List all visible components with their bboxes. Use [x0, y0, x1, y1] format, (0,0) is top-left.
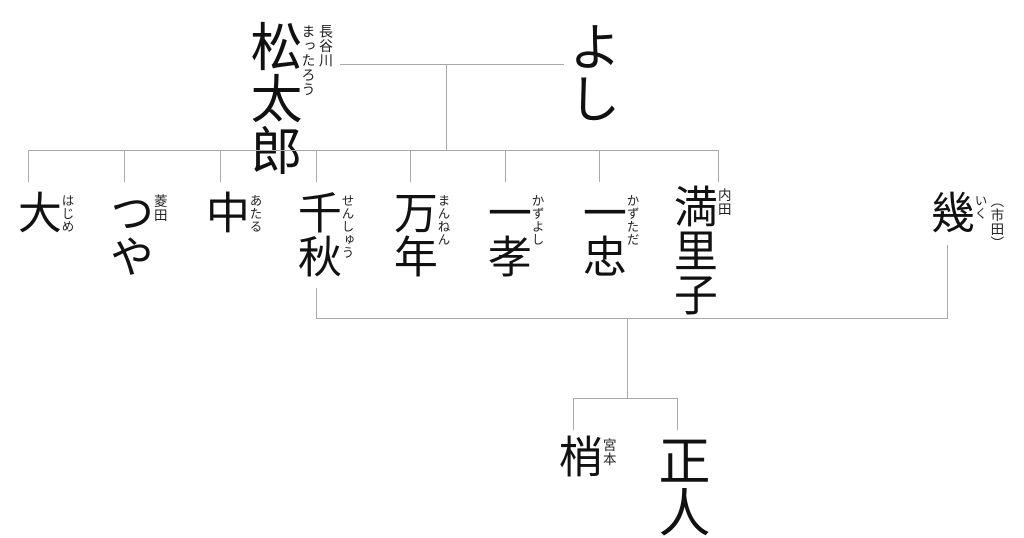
drop-line-masato	[677, 398, 678, 430]
drop-line-mariko	[718, 150, 719, 182]
person-furigana-senshu: せんしゅう	[339, 194, 354, 259]
person-name-kozue: 梢	[551, 434, 601, 478]
person-furigana-matsutaro: まったろう	[299, 24, 315, 97]
marriage-line-senshu-iku	[316, 318, 948, 319]
person-side-hajime: はじめ	[58, 190, 74, 233]
person-yoshi: よし	[560, 20, 618, 124]
person-kazutada: 一忠 かずただ	[575, 190, 639, 278]
person-side-tsuya: 菱田	[150, 190, 168, 222]
person-name-yoshi: よし	[560, 20, 618, 124]
person-name-matsutaro: 松太郎	[242, 20, 300, 176]
person-side-kazuyoshi: かずよし	[528, 190, 544, 246]
drop-line-kazuyoshi	[505, 150, 506, 182]
person-name-iku: 幾	[923, 190, 973, 234]
person-surname-tsuya: 菱田	[151, 194, 167, 222]
person-matsutaro: 松太郎 長谷川 まったろう	[242, 20, 334, 176]
person-furigana-kazutada: かずただ	[624, 194, 639, 246]
person-furigana-mannen: まんねん	[435, 194, 450, 246]
drop-line-senshu	[316, 150, 317, 182]
person-furigana-ataru: あたる	[247, 194, 262, 233]
person-furigana-kazuyoshi: かずよし	[529, 194, 544, 246]
drop-line-mannen	[410, 150, 411, 182]
drop-line-tsuya	[124, 150, 125, 182]
person-side-senshu: せんしゅう	[338, 190, 354, 259]
person-surname-iku: （市田）	[988, 194, 1004, 250]
marriage-stem-senshu	[316, 288, 317, 319]
person-name-hajime: 大	[10, 190, 60, 234]
person-name-tsuya: つや	[102, 190, 152, 278]
drop-line-hajime	[28, 150, 29, 182]
person-name-mariko: 満里子	[666, 184, 716, 316]
person-furigana-hajime: はじめ	[59, 194, 74, 233]
person-surname-matsutaro: 長谷川	[317, 24, 333, 68]
person-name-kazuyoshi: 一孝	[480, 190, 530, 278]
person-side-kazutada: かずただ	[623, 190, 639, 246]
person-iku: 幾 （市田） いく	[923, 190, 1005, 250]
drop-line-kozue	[573, 398, 574, 430]
marriage-line-matsutaro-yoshi	[340, 64, 564, 65]
person-name-senshu: 千秋	[290, 190, 340, 278]
drop-line-kazutada	[599, 150, 600, 182]
person-side-kozue: 宮本	[599, 434, 617, 466]
person-surname-mariko: 内田	[715, 188, 731, 216]
sibling-bar-gen3	[573, 398, 678, 399]
drop-line-ataru	[220, 150, 221, 182]
person-name-mannen: 万年	[386, 190, 436, 278]
person-side-ataru: あたる	[246, 190, 262, 233]
marriage-stem-iku	[947, 245, 948, 319]
person-side-mannen: まんねん	[434, 190, 450, 246]
person-surname-kozue: 宮本	[600, 438, 616, 466]
descent-line-gen2	[627, 318, 628, 399]
person-masato: 正人	[650, 434, 708, 538]
person-side-matsutaro: 長谷川 まったろう	[298, 20, 334, 97]
person-mariko: 満里子 内田	[666, 184, 732, 316]
person-furigana-iku: いく	[972, 194, 987, 220]
sibling-bar-gen2	[28, 150, 719, 151]
person-side-mariko: 内田	[714, 184, 732, 216]
person-name-kazutada: 一忠	[575, 190, 625, 278]
person-name-masato: 正人	[650, 434, 708, 538]
person-name-ataru: 中	[198, 190, 248, 234]
person-kazuyoshi: 一孝 かずよし	[480, 190, 544, 278]
person-ataru: 中 あたる	[198, 190, 262, 234]
person-tsuya: つや 菱田	[102, 190, 168, 278]
person-mannen: 万年 まんねん	[386, 190, 450, 278]
person-hajime: 大 はじめ	[10, 190, 74, 234]
person-kozue: 梢 宮本	[551, 434, 617, 478]
descent-line-gen1	[446, 64, 447, 150]
person-senshu: 千秋 せんしゅう	[290, 190, 354, 278]
person-side-iku: （市田） いく	[971, 190, 1005, 250]
